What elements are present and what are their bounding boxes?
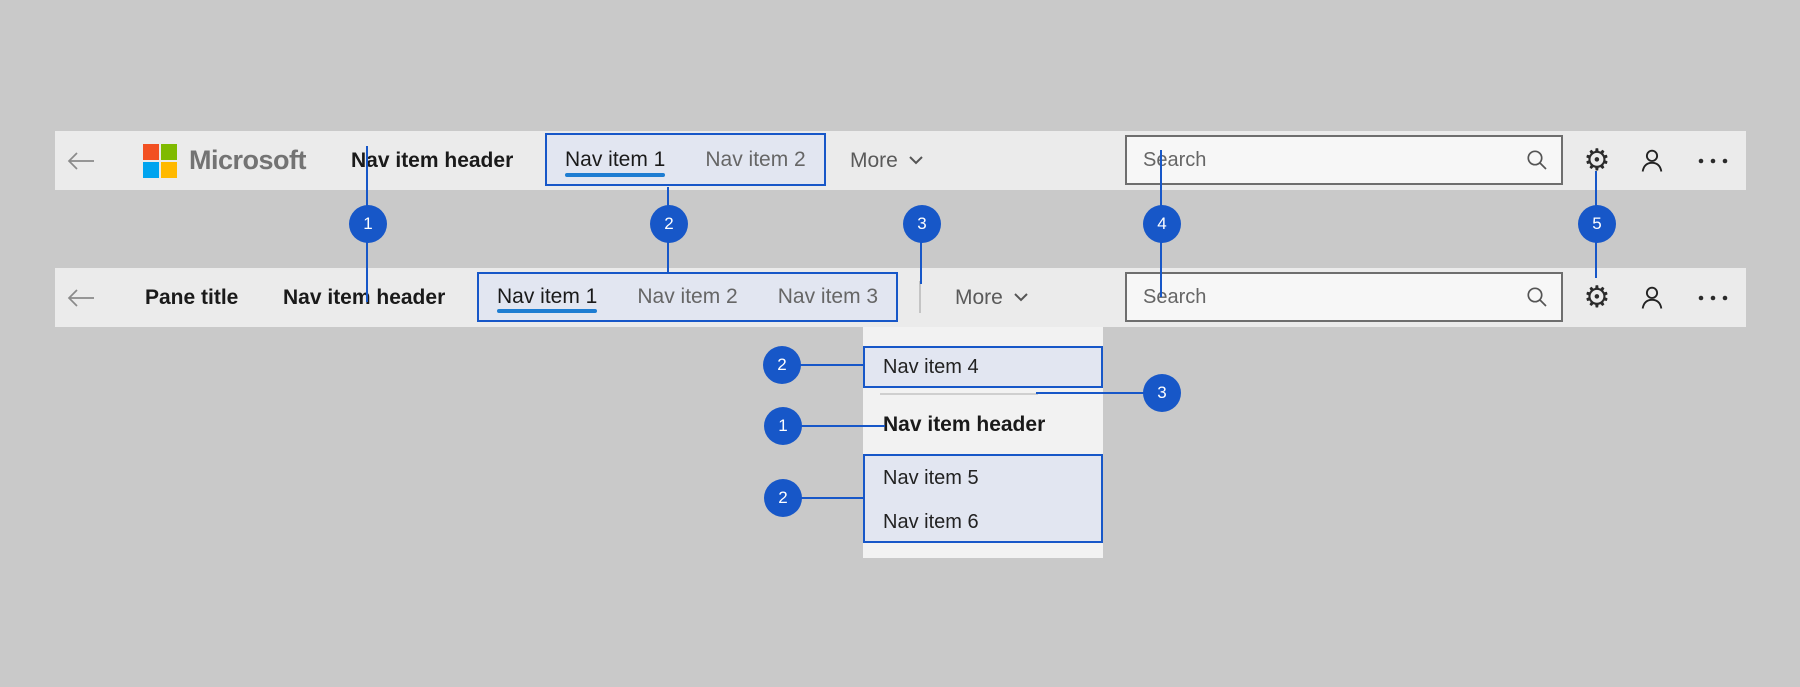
callout-line-flyout-3 — [1036, 392, 1144, 394]
chevron-down-icon — [1014, 293, 1028, 302]
person-icon — [1638, 284, 1666, 312]
top-search-box — [1125, 135, 1563, 185]
pane-nav-bar: Pane title Nav item header Nav item 1 Na… — [55, 268, 1746, 327]
chevron-down-icon — [909, 156, 923, 165]
logo-square-green — [161, 144, 177, 160]
flyout-nav-item-6[interactable]: Nav item 6 — [883, 510, 979, 533]
top-more-options-button[interactable] — [1695, 131, 1731, 190]
pane-nav-item-3[interactable]: Nav item 3 — [777, 285, 879, 308]
search-icon — [1525, 148, 1561, 172]
person-icon — [1638, 147, 1666, 175]
callout-line-5-top — [1595, 171, 1597, 206]
pane-nav-item-1[interactable]: Nav item 1 — [497, 274, 598, 320]
logo-square-yellow — [161, 162, 177, 178]
pane-search-input[interactable] — [1127, 274, 1525, 320]
callout-badge-flyout-3: 3 — [1143, 374, 1181, 412]
pane-nav-items-group: Nav item 1 Nav item 2 Nav item 3 — [477, 272, 899, 322]
callout-badge-2: 2 — [650, 205, 688, 243]
pane-search-box — [1125, 272, 1563, 322]
top-nav-item-header[interactable]: Nav item header — [351, 148, 514, 172]
more-flyout-menu: Nav item 4 Nav item header Nav item 5 Na… — [863, 327, 1103, 558]
pane-account-button[interactable] — [1634, 268, 1670, 327]
top-more-menu[interactable]: More — [850, 131, 923, 190]
callout-badge-1: 1 — [349, 205, 387, 243]
callout-line-2-bottom — [667, 242, 669, 273]
nav-divider — [919, 281, 921, 313]
top-nav-items-group: Nav item 1 Nav item 2 — [545, 133, 826, 186]
pane-settings-button[interactable]: ⚙︎ — [1579, 268, 1615, 327]
ellipsis-icon — [1697, 157, 1729, 165]
back-arrow-icon — [67, 151, 95, 171]
pane-more-options-button[interactable] — [1695, 268, 1731, 327]
callout-badge-3: 3 — [903, 205, 941, 243]
top-nav-item-1[interactable]: Nav item 1 — [565, 135, 666, 184]
gear-icon: ⚙︎ — [1583, 279, 1611, 315]
callout-line-flyout-2a — [800, 364, 864, 366]
top-search-input[interactable] — [1127, 137, 1525, 183]
callout-badge-flyout-2b: 2 — [764, 479, 802, 517]
back-button[interactable] — [67, 131, 95, 190]
logo-square-blue — [143, 162, 159, 178]
selected-underline — [497, 309, 598, 313]
callout-line-4-top — [1160, 150, 1162, 206]
microsoft-wordmark[interactable]: Microsoft — [189, 145, 307, 175]
callout-line-flyout-1 — [801, 425, 885, 427]
callout-line-5-bottom — [1595, 242, 1597, 278]
callout-badge-5: 5 — [1578, 205, 1616, 243]
callout-line-flyout-2b — [801, 497, 864, 499]
callout-badge-flyout-1: 1 — [764, 407, 802, 445]
flyout-divider — [880, 393, 1038, 395]
microsoft-logo-icon[interactable] — [143, 144, 177, 178]
callout-line-2-top — [667, 187, 669, 206]
pane-title: Pane title — [145, 285, 239, 309]
flyout-nav-item-4[interactable]: Nav item 4 — [883, 355, 979, 378]
top-settings-button[interactable]: ⚙︎ — [1579, 131, 1615, 190]
top-nav-item-2[interactable]: Nav item 2 — [705, 147, 806, 171]
flyout-nav-item-header: Nav item header — [883, 413, 1046, 436]
flyout-nav-item-group-top: Nav item 4 — [863, 346, 1103, 388]
top-nav-bar: Microsoft Nav item header Nav item 1 Nav… — [55, 131, 1746, 190]
logo-square-red — [143, 144, 159, 160]
top-account-button[interactable] — [1634, 131, 1670, 190]
ellipsis-icon — [1697, 294, 1729, 302]
gear-icon: ⚙︎ — [1583, 142, 1611, 178]
callout-badge-flyout-2a: 2 — [763, 346, 801, 384]
selected-underline — [565, 173, 666, 177]
search-icon — [1525, 285, 1561, 309]
flyout-nav-item-group-bottom: Nav item 5 Nav item 6 — [863, 454, 1103, 543]
callout-line-4-bottom — [1160, 242, 1162, 297]
flyout-nav-item-5[interactable]: Nav item 5 — [883, 466, 979, 489]
callout-line-1-top — [366, 146, 368, 206]
back-arrow-icon — [67, 288, 95, 308]
pane-nav-item-header[interactable]: Nav item header — [283, 285, 446, 309]
callout-line-3-bottom — [920, 242, 922, 284]
callout-badge-4: 4 — [1143, 205, 1181, 243]
pane-nav-item-2[interactable]: Nav item 2 — [637, 285, 738, 308]
callout-line-1-bottom — [366, 242, 368, 302]
pane-back-button[interactable] — [67, 268, 95, 327]
pane-more-menu[interactable]: More — [955, 268, 1028, 327]
